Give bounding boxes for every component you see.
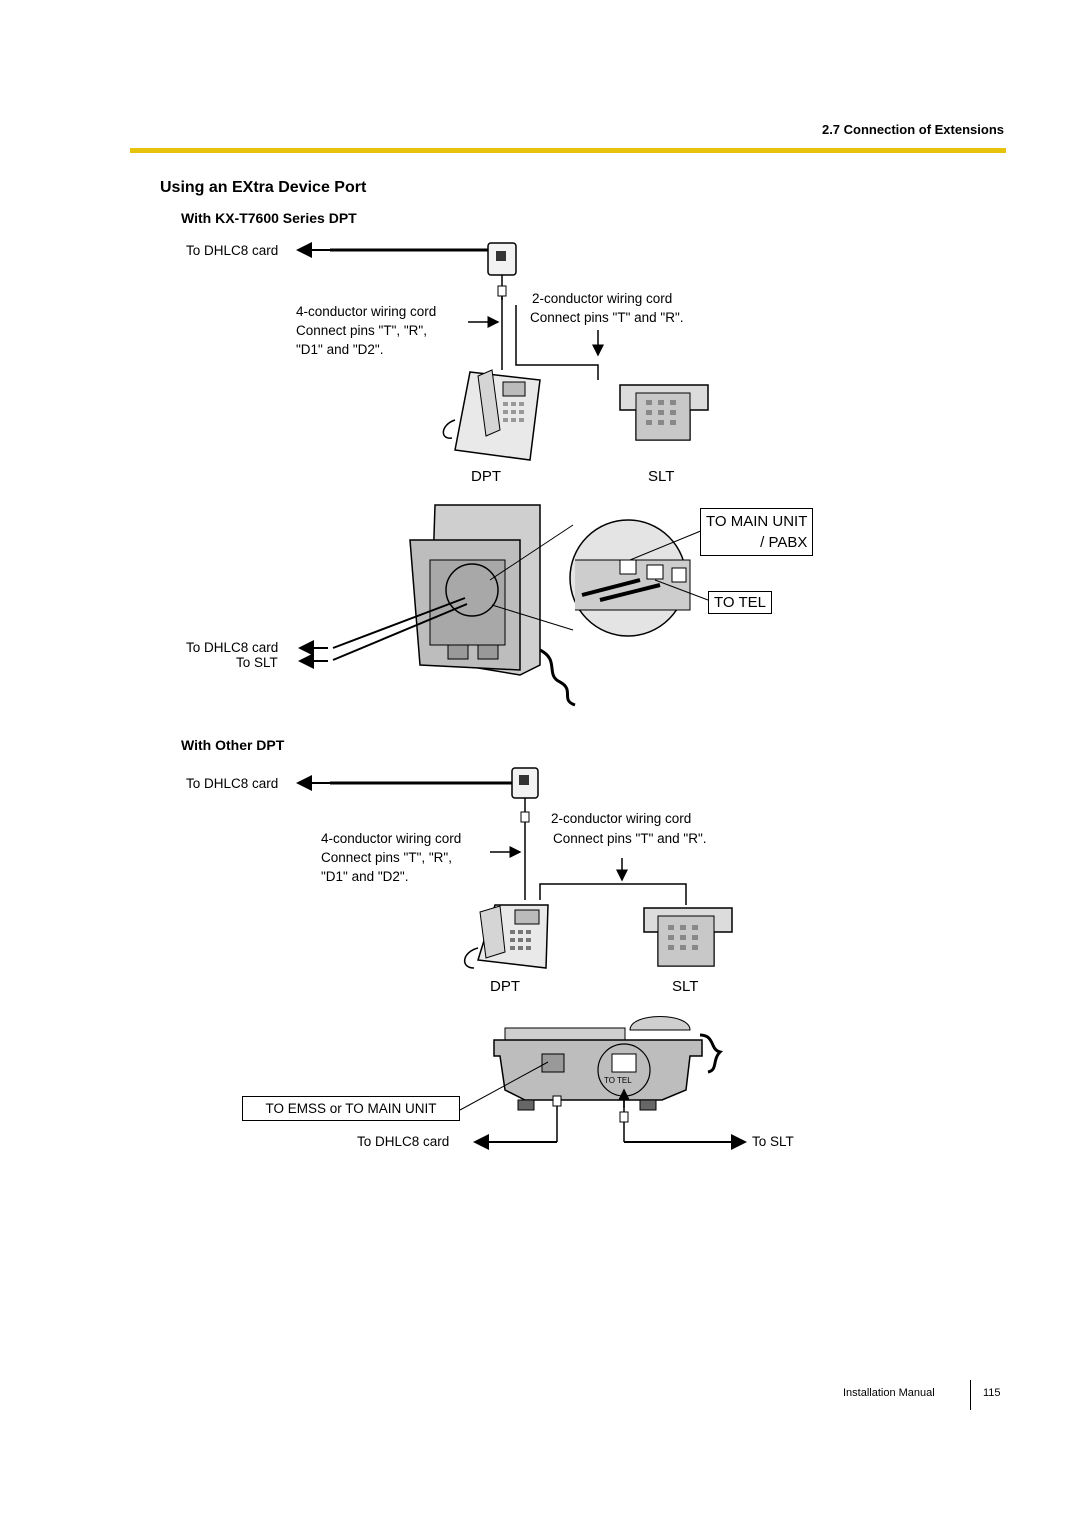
s2-2cond-line1: 2-conductor wiring cord [551, 811, 692, 826]
s2-wall-jack-icon [511, 767, 539, 799]
s1-to-main-unit-line1: TO MAIN UNIT [706, 513, 808, 530]
s2-to-dhlc8-label-2: To DHLC8 card [357, 1134, 450, 1149]
s1-to-tel-box: TO TEL [708, 591, 772, 614]
s1-slt-phone-icon [619, 384, 709, 441]
s2-4cond-line1: 4-conductor wiring cord [321, 831, 462, 846]
s2-dpt-label: DPT [490, 978, 520, 995]
s1-dpt-label: DPT [471, 468, 501, 485]
s1-slt-label: SLT [648, 468, 675, 485]
s2-dpt-phone-icon [464, 904, 549, 969]
s1-4cond-line2: Connect pins "T", "R", [296, 323, 427, 338]
s1-2cond-line1: 2-conductor wiring cord [532, 291, 673, 306]
header-rule [130, 148, 1006, 153]
s1-wall-jack-icon [487, 242, 517, 276]
s2-dpt-back-view-icon [493, 1016, 724, 1111]
s1-to-main-unit-box: TO MAIN UNIT / PABX [700, 508, 814, 556]
s1-2cond-line2: Connect pins "T" and "R". [530, 310, 684, 325]
footer-manual-title: Installation Manual [843, 1387, 935, 1399]
s2-slt-label: SLT [672, 978, 699, 995]
s2-to-dhlc8-label: To DHLC8 card [186, 776, 279, 791]
footer-divider [970, 1380, 971, 1410]
section2-title: With Other DPT [181, 737, 285, 753]
page-number: 115 [983, 1387, 1001, 1399]
section-header: 2.7 Connection of Extensions [821, 122, 1004, 137]
s2-to-emss-box: TO EMSS or TO MAIN UNIT [242, 1096, 460, 1121]
s2-to-slt-label: To SLT [752, 1134, 794, 1149]
s2-2cond-line2: Connect pins "T" and "R". [553, 831, 707, 846]
section1-title: With KX-T7600 Series DPT [181, 210, 357, 226]
page-heading: Using an EXtra Device Port [160, 179, 367, 196]
s2-4cond-line3: "D1" and "D2". [321, 869, 409, 884]
s2-to-tel-small-label: TO TEL [604, 1076, 632, 1085]
s1-to-slt-label: To SLT [236, 655, 278, 670]
s1-dpt-phone-icon [442, 369, 541, 461]
s1-to-main-unit-line2: / PABX [760, 534, 808, 551]
s1-to-dhlc8-label: To DHLC8 card [186, 243, 279, 258]
s1-to-dhlc8-label-2: To DHLC8 card [186, 640, 279, 655]
s1-4cond-line3: "D1" and "D2". [296, 342, 384, 357]
s2-4cond-line2: Connect pins "T", "R", [321, 850, 452, 865]
s1-4cond-line1: 4-conductor wiring cord [296, 304, 437, 319]
s2-slt-phone-icon [643, 907, 733, 967]
s1-zoom-jack-detail [569, 519, 691, 637]
